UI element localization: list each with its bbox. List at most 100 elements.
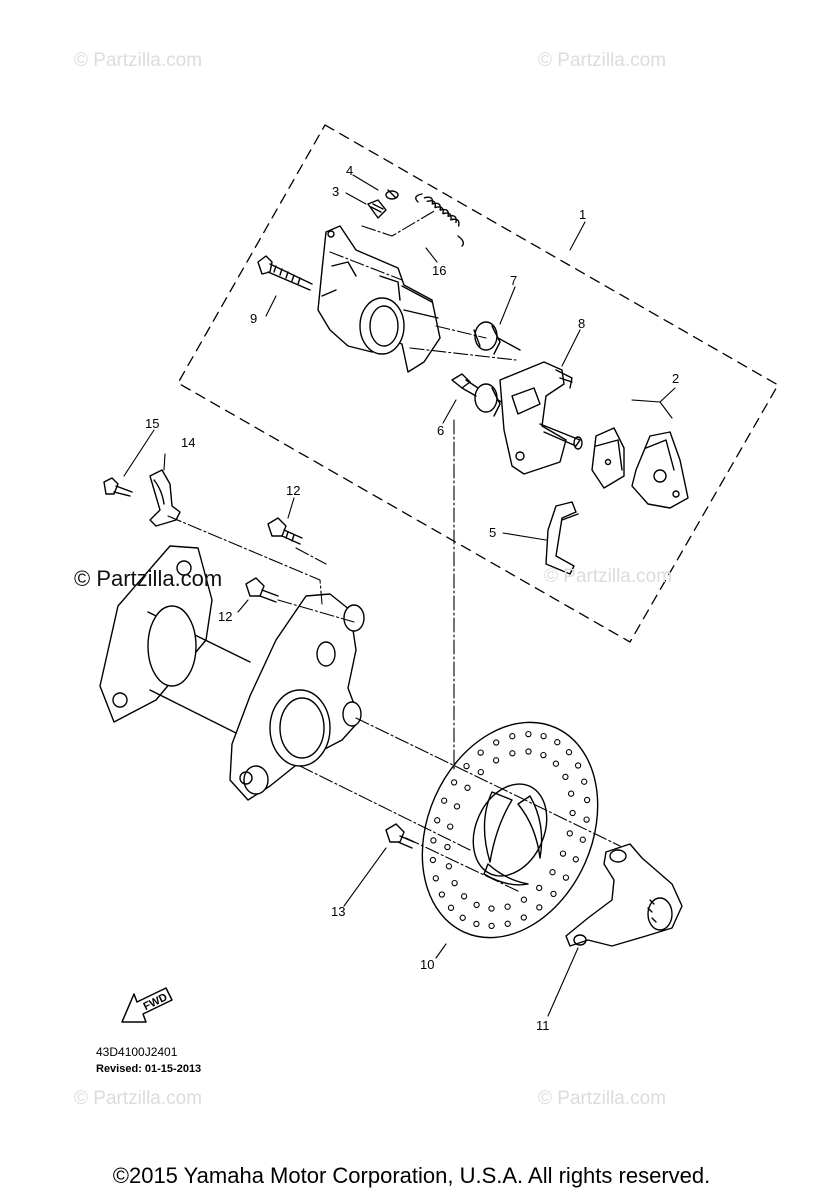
callout-11: 11: [536, 1018, 550, 1033]
disc-hole: [565, 749, 573, 756]
brake-pad-outer: [631, 431, 689, 509]
disc-hole: [581, 778, 588, 785]
watermark-top-left: © Partzilla.com: [74, 50, 203, 71]
brake-pad-inner: [591, 427, 625, 489]
callout-12-upper: 12: [286, 483, 301, 498]
hose-guide: [149, 469, 181, 527]
watermark-middle-right: © Partzilla.com: [544, 566, 673, 587]
diagram-code: 43D4100J2401: [96, 1045, 178, 1059]
revised-date: Revised: 01-15-2013: [96, 1063, 202, 1075]
disc-hole: [492, 757, 500, 764]
fwd-arrow-icon: [121, 987, 173, 1023]
disc-hole: [473, 901, 480, 909]
disc-hole: [459, 914, 466, 921]
boot-upper: [473, 321, 521, 355]
disc-hole: [463, 762, 470, 770]
disc-hole: [536, 904, 543, 911]
brake-disc: [421, 721, 599, 939]
watermark-bottom-left: © Partzilla.com: [74, 1088, 203, 1109]
fwd-label: FWD: [142, 991, 170, 1013]
callout-1: 1: [579, 207, 587, 222]
disc-hole: [429, 856, 437, 864]
slide-pin: [451, 373, 479, 397]
disc-hole: [464, 784, 471, 791]
disc-hole: [569, 809, 576, 817]
disc-hole: [549, 869, 556, 876]
disc-hole: [567, 790, 575, 797]
callout-4: 4: [346, 163, 354, 178]
disc-hole: [540, 751, 547, 759]
callout-7: 7: [510, 273, 518, 288]
disc-hole: [520, 896, 528, 903]
caliper-assembly-boundary: [177, 124, 779, 643]
callout-13: 13: [331, 904, 346, 919]
leader-lines: [123, 174, 676, 1017]
bleed-cap: [385, 189, 399, 200]
callout-6: 6: [437, 423, 445, 438]
copyright-notice: ©2015 Yamaha Motor Corporation, U.S.A. A…: [112, 1163, 711, 1188]
disc-hole: [504, 920, 511, 927]
disc-holes: [429, 730, 591, 930]
disc-hole: [572, 856, 579, 863]
disc-hole: [460, 893, 468, 900]
disc-bolt: [385, 823, 415, 849]
disc-hole: [520, 914, 527, 921]
disc-hole: [550, 890, 557, 898]
watermark-middle-left: © Partzilla.com: [74, 566, 223, 591]
disc-hole: [444, 843, 451, 851]
disc-hole: [562, 874, 570, 881]
disc-hole: [445, 863, 453, 870]
disc-hole: [488, 922, 495, 930]
disc-hole: [432, 875, 439, 882]
callout-15: 15: [145, 416, 160, 431]
callout-9: 9: [250, 311, 258, 326]
bleed-screw: [367, 199, 387, 219]
disc-hole: [579, 836, 586, 843]
guide-bolt: [103, 477, 133, 497]
caliper-bolt: [257, 255, 313, 291]
disc-hole: [574, 762, 582, 769]
disc-hole: [493, 739, 500, 746]
pad-spring: [415, 193, 465, 247]
disc-hole: [438, 891, 446, 898]
callout-12-lower: 12: [218, 609, 233, 624]
axle-housing: [99, 545, 365, 801]
disc-hole: [509, 750, 516, 757]
callout-8: 8: [578, 316, 586, 331]
callout-5: 5: [489, 525, 497, 540]
disc-hole: [477, 749, 484, 756]
disc-hole: [554, 739, 561, 746]
disc-hole: [441, 797, 448, 804]
disc-hole: [447, 904, 455, 911]
disc-hole: [477, 768, 484, 776]
disc-hole: [536, 884, 543, 892]
watermark-top-right: © Partzilla.com: [538, 50, 667, 71]
bolt-upper: [267, 517, 303, 545]
bolt-lower: [245, 577, 279, 603]
disc-hole: [509, 733, 516, 740]
disc-hole: [473, 920, 480, 928]
callout-14: 14: [181, 435, 196, 450]
callout-2: 2: [672, 371, 680, 386]
disc-hole: [451, 879, 458, 887]
disc-hole: [583, 816, 590, 823]
disc-hole: [552, 760, 560, 767]
disc-hole: [453, 803, 461, 810]
callout-3: 3: [332, 184, 340, 199]
disc-hole: [525, 730, 532, 738]
watermark-bottom-right: © Partzilla.com: [538, 1088, 667, 1109]
disc-hole: [559, 850, 567, 857]
disc-hole: [525, 748, 532, 755]
disc-hole: [488, 905, 495, 912]
disc-hole: [562, 773, 569, 781]
disc-hole: [430, 837, 437, 844]
disc-hole: [583, 796, 591, 804]
wheel-hub: [565, 843, 683, 947]
callout-10: 10: [420, 957, 435, 972]
disc-hole: [540, 732, 547, 740]
caliper-body: [317, 225, 441, 373]
callout-16: 16: [432, 263, 447, 278]
disc-hole: [447, 823, 454, 830]
disc-hole: [504, 903, 511, 910]
